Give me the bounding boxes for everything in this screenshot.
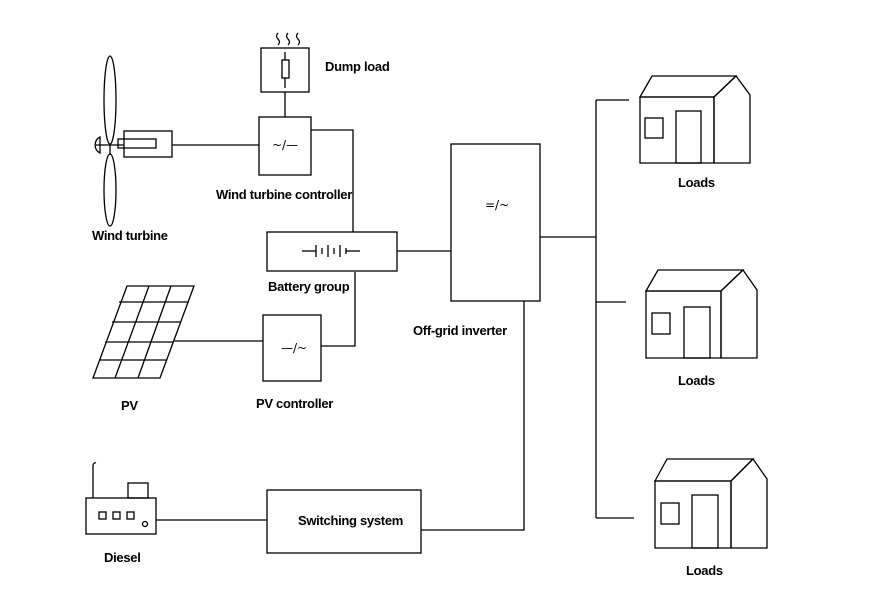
dump-load-label: Dump load	[325, 59, 390, 74]
house-icon-1	[638, 75, 751, 164]
off-grid-inverter-label: Off-grid inverter	[413, 323, 507, 338]
wind-turbine-icon	[94, 55, 173, 227]
inverter-switch-link	[421, 301, 525, 531]
inverter-symbol: =/~	[485, 198, 510, 212]
diesel-generator-icon	[85, 462, 157, 535]
wind-turbine-controller-label: Wind turbine controller	[216, 187, 352, 202]
heat-waves-icon	[275, 32, 301, 46]
pv-controller-box	[262, 314, 322, 382]
loads-1-label: Loads	[678, 175, 715, 190]
loads-3-label: Loads	[686, 563, 723, 578]
switching-system-label: Switching system	[298, 513, 404, 528]
wind-controller-symbol: ~/—	[272, 138, 299, 152]
switching-system-box	[266, 489, 422, 554]
loads-2-label: Loads	[678, 373, 715, 388]
house-icon-3	[653, 457, 768, 549]
pv-controller-bus	[321, 272, 356, 347]
wind-turbine-controller-box	[258, 116, 312, 176]
battery-group-label: Battery group	[268, 279, 350, 294]
pv-controller-label: PV controller	[256, 396, 334, 411]
diesel-label: Diesel	[104, 550, 141, 565]
wind-controller-bus	[311, 129, 354, 232]
wind-turbine-label: Wind turbine	[92, 228, 168, 243]
pv-panel-icon	[92, 285, 195, 379]
battery-group-box	[266, 231, 398, 272]
off-grid-inverter-box	[450, 143, 541, 302]
dump-load-box	[260, 47, 310, 93]
pv-label: PV	[121, 398, 138, 413]
pv-controller-symbol: —/~	[281, 341, 308, 355]
house-icon-2	[644, 269, 758, 359]
